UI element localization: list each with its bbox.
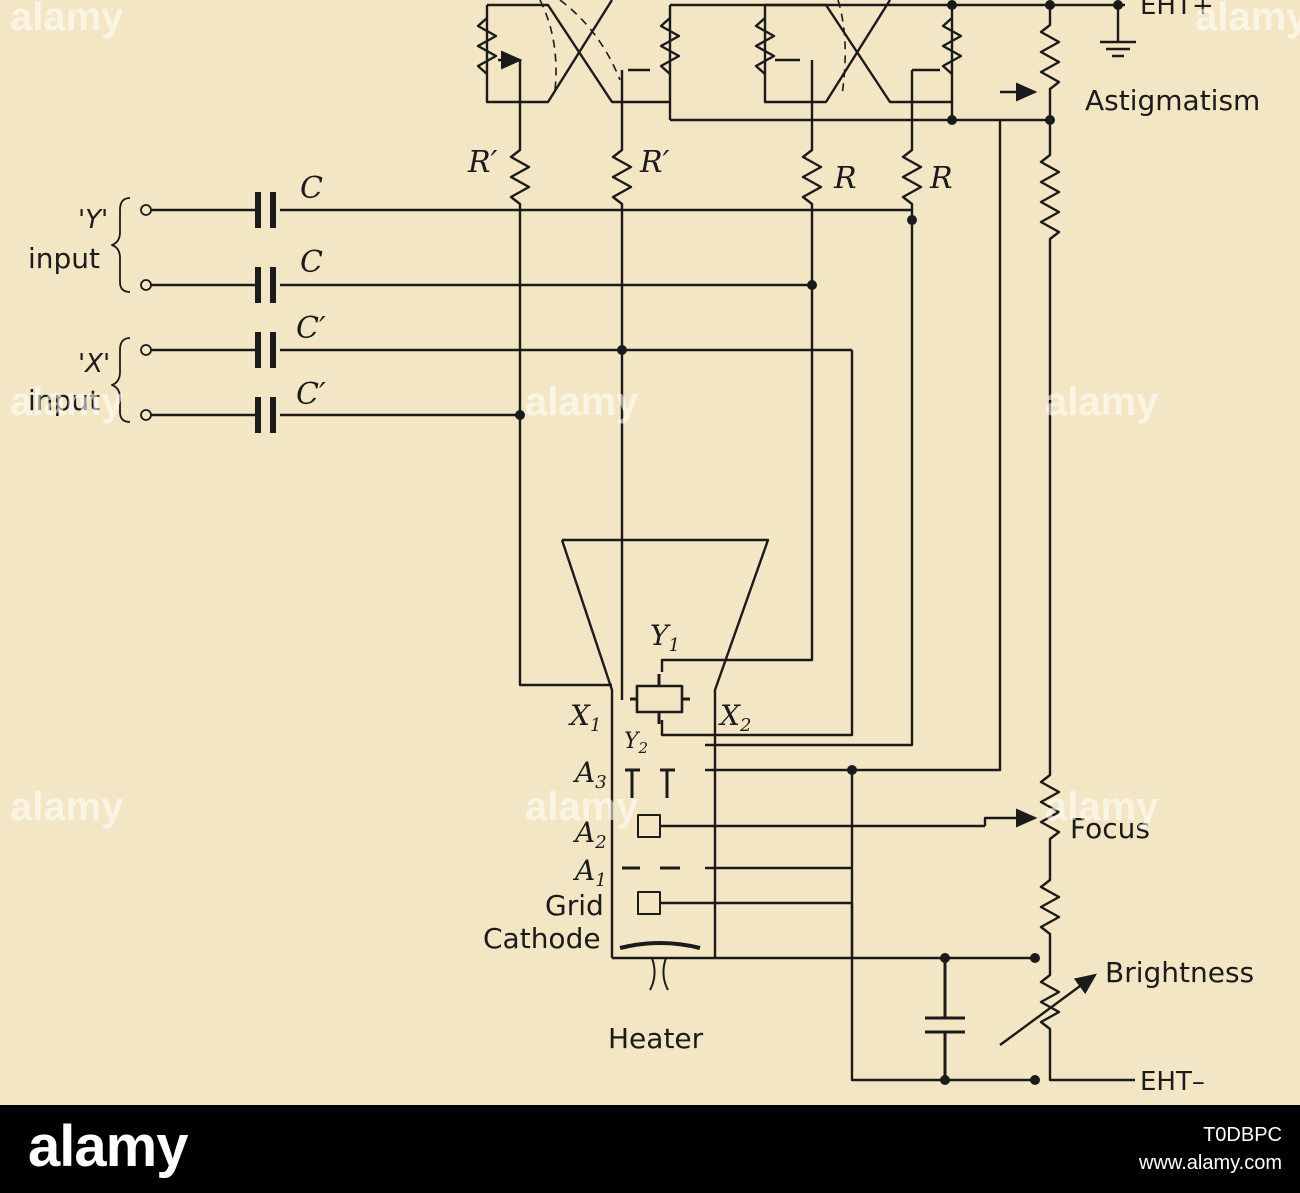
c-prime-label-2: C′	[296, 377, 326, 412]
c-prime-label-1: C′	[296, 311, 326, 346]
alamy-logo: alamy	[28, 1114, 188, 1179]
y2-label: Y2	[624, 729, 648, 757]
r-prime-label-1: R′	[467, 145, 498, 180]
image-id: T0DBPC	[1203, 1124, 1282, 1146]
y-input-label: input	[28, 242, 100, 275]
x-input-label: input	[28, 384, 100, 417]
svg-text:alamy: alamy	[525, 785, 639, 829]
x1-label: X1	[568, 699, 601, 736]
y-input-quote-label: 'Y'	[78, 205, 108, 235]
y1-label: Y1	[650, 619, 680, 656]
svg-text:alamy: alamy	[10, 0, 124, 39]
heater-label: Heater	[608, 1022, 704, 1055]
x2-label: X2	[718, 699, 751, 736]
circuit-diagram: EHT+ Astigmatism R′ R′ R R C C C′ C′ 'Y'…	[10, 0, 1300, 1097]
cathode-label: Cathode	[483, 922, 601, 955]
r-label-1: R	[833, 161, 857, 196]
r-prime-label-2: R′	[639, 145, 670, 180]
svg-text:alamy: alamy	[525, 380, 639, 424]
a1-label: A1	[572, 854, 607, 891]
a3-label: A3	[572, 756, 607, 793]
a2-label: A2	[572, 816, 607, 853]
c-label-1: C	[300, 171, 323, 206]
brightness-label: Brightness	[1105, 956, 1254, 989]
stock-footer-bar: alamy T0DBPC www.alamy.com	[0, 1105, 1300, 1193]
astigmatism-label: Astigmatism	[1085, 84, 1260, 117]
watermark-layer: alamy alamy alamy alamy alamy alamy alam…	[10, 0, 1300, 829]
svg-text:alamy: alamy	[1045, 380, 1159, 424]
site-url: www.alamy.com	[1139, 1152, 1282, 1174]
eht-plus-label: EHT+	[1140, 0, 1214, 21]
svg-text:alamy: alamy	[10, 785, 124, 829]
svg-text:alamy: alamy	[10, 380, 124, 424]
svg-text:alamy: alamy	[1195, 0, 1300, 39]
svg-text:alamy: alamy	[1045, 785, 1159, 829]
c-label-2: C	[300, 245, 323, 280]
x-input-quote-label: 'X'	[78, 349, 110, 379]
r-label-2: R	[929, 161, 953, 196]
grid-label: Grid	[545, 889, 604, 922]
focus-label: Focus	[1070, 812, 1150, 845]
eht-minus-label: EHT–	[1140, 1067, 1205, 1097]
footer-meta: T0DBPC www.alamy.com	[1139, 1121, 1282, 1177]
